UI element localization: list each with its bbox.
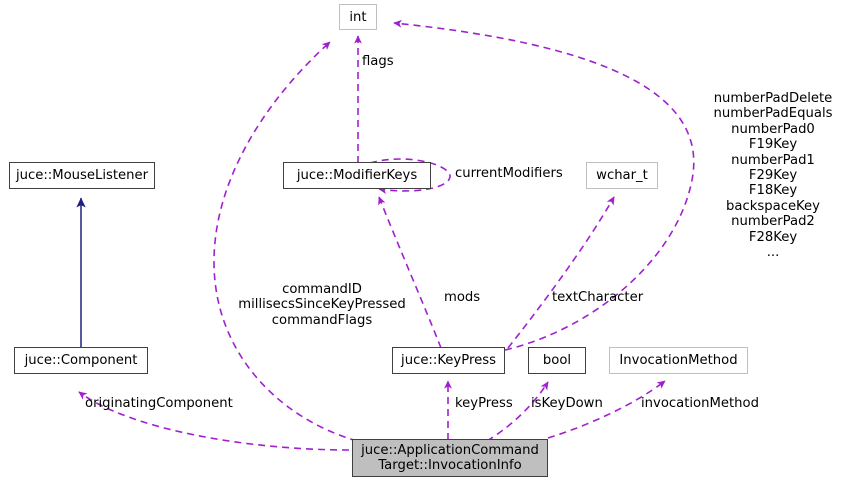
node-int-label: int xyxy=(349,9,367,25)
node-juce-modifierkeys-label: juce::ModifierKeys xyxy=(296,168,418,183)
node-invocationinfo-label: juce::ApplicationCommand Target::Invocat… xyxy=(361,443,539,473)
node-juce-mouselistener[interactable]: juce::MouseListener xyxy=(9,162,155,189)
edge-label-flags: flags xyxy=(362,54,394,69)
node-juce-mouselistener-label: juce::MouseListener xyxy=(15,168,149,183)
node-bool-label: bool xyxy=(542,353,572,368)
edge-keypress-modifierkeys xyxy=(378,196,442,349)
node-wchar-t-label: wchar_t xyxy=(596,168,648,183)
node-juce-modifierkeys[interactable]: juce::ModifierKeys xyxy=(283,162,431,189)
edge-label-invocation-method: invocationMethod xyxy=(641,396,759,411)
node-wchar-t[interactable]: wchar_t xyxy=(586,162,658,189)
node-invocationinfo[interactable]: juce::ApplicationCommand Target::Invocat… xyxy=(352,439,548,477)
edge-invocationinfo-component xyxy=(78,391,350,451)
node-int[interactable]: int xyxy=(339,4,377,30)
node-juce-keypress[interactable]: juce::KeyPress xyxy=(392,347,505,374)
node-juce-component-label: juce::Component xyxy=(24,353,138,368)
edge-label-keypress-fields: numberPadDelete numberPadEquals numberPa… xyxy=(713,91,833,261)
edge-label-current-modifiers: currentModifiers xyxy=(455,166,563,181)
edge-invocationinfo-bool xyxy=(486,381,549,442)
edge-keypress-wchart xyxy=(507,196,615,349)
edge-invocationinfo-int xyxy=(213,41,358,442)
edge-invocationinfo-invocationmethod xyxy=(547,380,666,439)
edge-label-text-character: textCharacter xyxy=(552,290,644,305)
node-juce-component[interactable]: juce::Component xyxy=(14,347,148,374)
edge-label-key-press: keyPress xyxy=(455,396,513,411)
edge-label-originating-component: originatingComponent xyxy=(85,396,233,411)
edge-label-is-key-down: isKeyDown xyxy=(531,396,603,411)
node-invocationmethod[interactable]: InvocationMethod xyxy=(609,347,748,374)
edge-label-mods: mods xyxy=(444,290,481,305)
node-juce-keypress-label: juce::KeyPress xyxy=(401,353,496,368)
node-bool[interactable]: bool xyxy=(528,347,586,374)
node-invocationmethod-label: InvocationMethod xyxy=(619,353,738,368)
edge-modifierkeys-self xyxy=(369,158,451,194)
edge-label-command-fields: commandID millisecsSinceKeyPressed comma… xyxy=(238,282,406,328)
